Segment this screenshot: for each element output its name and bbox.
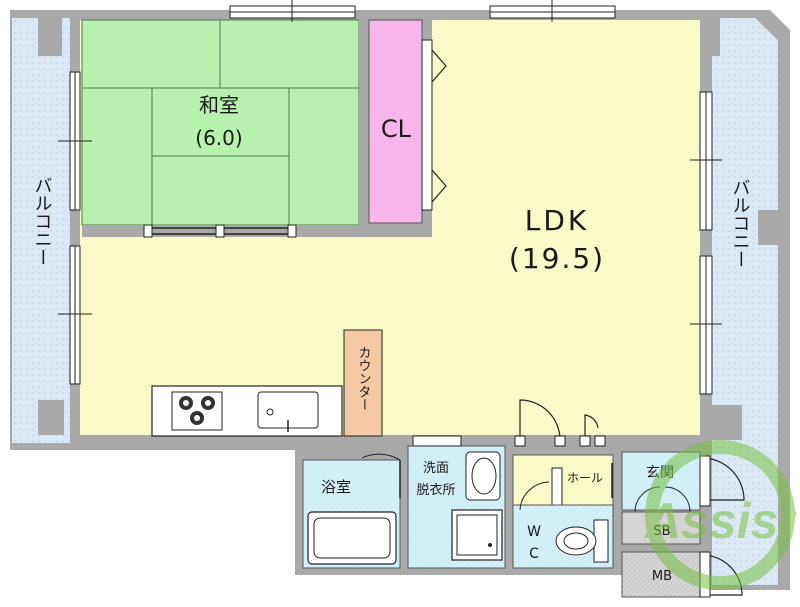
counter-label: カウンター bbox=[356, 346, 371, 411]
washroom: 洗面 脱衣所 bbox=[407, 435, 506, 569]
ldk-name: LDK bbox=[525, 204, 590, 237]
watermark-logo: Assist bbox=[643, 440, 797, 590]
washitsu-sliding-doors bbox=[82, 224, 432, 238]
toilet-icon bbox=[555, 519, 609, 563]
balcony-right-label: バルコニー bbox=[730, 178, 751, 268]
washitsu-size: (6.0) bbox=[195, 126, 242, 150]
hall: ホール bbox=[512, 399, 614, 509]
bath-label: 浴室 bbox=[321, 478, 351, 496]
bathroom: 浴室 bbox=[302, 453, 401, 569]
mb-label: MB bbox=[652, 569, 672, 584]
watermark-text: Assist bbox=[643, 493, 797, 549]
ldk-size: (19.5) bbox=[509, 242, 605, 275]
windows bbox=[58, 0, 722, 395]
washing-machine-icon bbox=[451, 509, 503, 561]
washitsu-name: 和室 bbox=[199, 93, 239, 117]
wc-label-w: W bbox=[527, 524, 541, 540]
stove-icon bbox=[171, 391, 223, 431]
wc: W C bbox=[512, 481, 614, 569]
kitchen bbox=[151, 385, 343, 437]
washroom-label-1: 洗面 bbox=[423, 461, 449, 476]
closet-label: CL bbox=[381, 115, 412, 143]
counter-bar: カウンター bbox=[343, 329, 383, 437]
hall-label: ホール bbox=[567, 471, 603, 485]
washbasin-icon bbox=[465, 451, 501, 501]
balcony-left-label: バルコニー bbox=[32, 176, 53, 266]
washroom-label-2: 脱衣所 bbox=[416, 482, 455, 498]
washitsu-room: 和室 (6.0) bbox=[81, 19, 360, 226]
closet: CL bbox=[359, 10, 447, 235]
sink-icon bbox=[257, 391, 319, 432]
balcony-left: バルコニー bbox=[12, 18, 70, 443]
wc-label-c: C bbox=[529, 546, 539, 562]
